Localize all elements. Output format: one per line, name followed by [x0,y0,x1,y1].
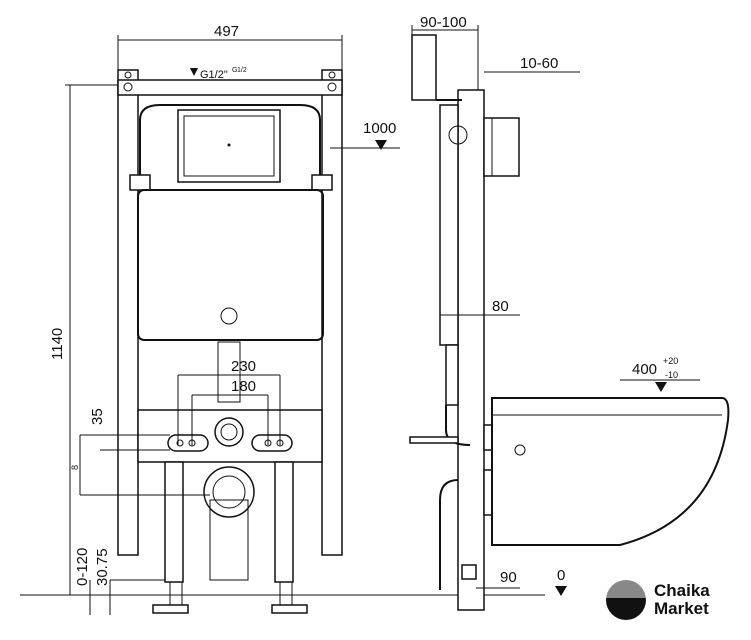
dim-inlet-fraction: 1/2 [237,67,247,74]
dim-bowl-height: 400 [632,361,657,378]
dim-inlet: G1/2" [200,69,228,81]
brand-logo: Chaika Market [606,580,710,620]
brand-line1: Chaika [654,581,710,600]
dim-inlet-label: G [232,67,237,74]
dim-width: 497 [214,23,239,40]
brand-line2: Market [654,599,709,618]
dim-bowl-tol-plus: +20 [663,356,678,366]
dim-side-depth: 90-100 [420,14,467,31]
dim-bolt-offset: 35 [89,408,106,425]
dim-bolt-height: 8 [70,465,80,470]
inlet-arrow-icon [190,68,198,76]
dim-leg-adjust: 0-120 [74,548,91,586]
front-view [117,68,343,614]
dim-bowl-tol-minus: -10 [665,370,678,380]
dim-bolt-outer: 230 [231,358,256,375]
dim-bolt-inner: 180 [231,378,256,395]
dim-frame-depth: 80 [492,298,509,315]
dim-wall-offset: 90 [500,569,517,586]
dim-floor-level: 0 [557,567,565,584]
dim-leg-base: 30.75 [94,548,111,586]
dim-height: 1140 [49,328,66,360]
dim-wall-adjust: 10-60 [520,55,558,72]
seagull-icon [606,580,646,620]
side-view [409,34,730,611]
dim-flush-height: 1000 [363,120,396,137]
